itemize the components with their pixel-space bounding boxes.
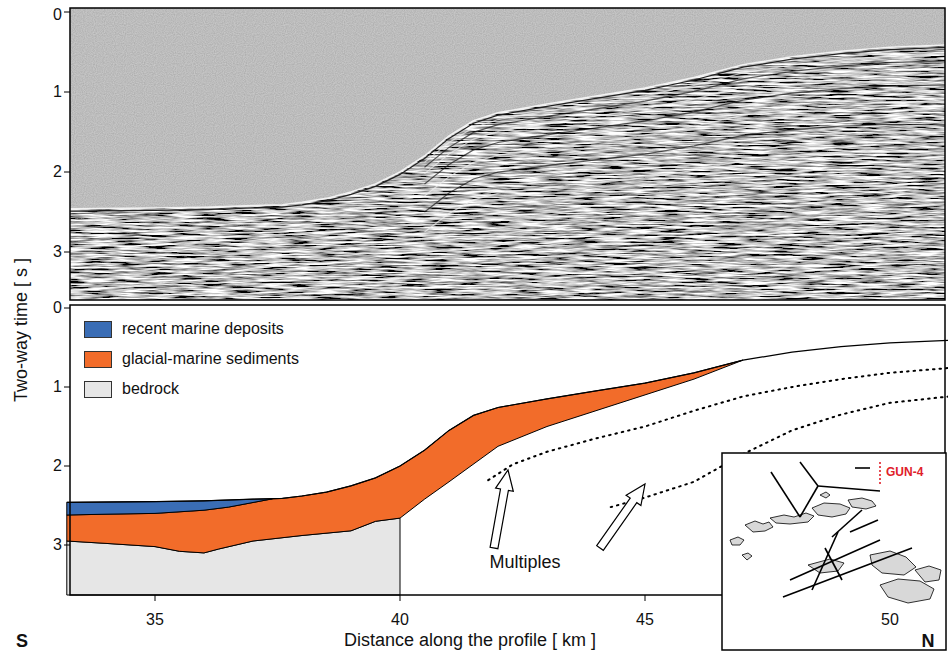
legend-swatch xyxy=(84,321,112,338)
axis-tick-label: 3 xyxy=(53,536,62,554)
inset-map xyxy=(722,453,946,650)
legend-swatch xyxy=(84,381,112,398)
reflector-line xyxy=(425,102,946,196)
reflector-line xyxy=(425,85,946,184)
axis-tick xyxy=(645,595,646,601)
legend-swatch xyxy=(84,351,112,368)
annotation-label: Multiples xyxy=(489,553,560,573)
axis-tick-label: 2 xyxy=(53,163,62,181)
axis-tick-label: 2 xyxy=(53,457,62,475)
axis-tick xyxy=(64,545,70,546)
axis-tick xyxy=(64,466,70,467)
axis-title: Distance along the profile [ km ] xyxy=(344,631,596,651)
axis-tick xyxy=(64,92,70,93)
axis-tick-label: 0 xyxy=(53,299,62,317)
axis-tick xyxy=(64,12,70,13)
legend-label: glacial-marine sediments xyxy=(122,350,299,368)
reflector-line xyxy=(425,152,946,232)
legend-label: bedrock xyxy=(122,380,179,398)
pointer-arrow xyxy=(490,470,513,549)
axis-tick xyxy=(64,252,70,253)
direction-label: S xyxy=(16,632,28,652)
axis-tick-label: 1 xyxy=(53,378,62,396)
glacial-marine-area xyxy=(67,360,743,553)
axis-tick xyxy=(64,308,70,309)
direction-label: N xyxy=(922,632,935,652)
axis-tick-label: 40 xyxy=(391,611,409,629)
legend-label: recent marine deposits xyxy=(122,320,284,338)
reflector-line xyxy=(425,54,946,162)
axis-tick-label: 3 xyxy=(53,243,62,261)
axis-tick-label: 50 xyxy=(881,611,899,629)
reflector-line xyxy=(425,125,946,213)
profile-label: GUN-4 xyxy=(886,466,923,479)
axis-tick-label: 1 xyxy=(53,83,62,101)
axis-tick xyxy=(64,172,70,173)
pointer-arrow xyxy=(597,484,645,550)
axis-tick xyxy=(155,595,156,601)
axis-title: Two-way time [ s ] xyxy=(12,258,32,402)
axis-tick xyxy=(400,595,401,601)
axis-tick-label: 45 xyxy=(636,611,654,629)
reflector-line xyxy=(425,70,946,174)
seismic-section xyxy=(70,8,945,300)
axis-tick xyxy=(64,387,70,388)
axis-tick-label: 35 xyxy=(146,611,164,629)
axis-tick-label: 0 xyxy=(53,6,62,24)
